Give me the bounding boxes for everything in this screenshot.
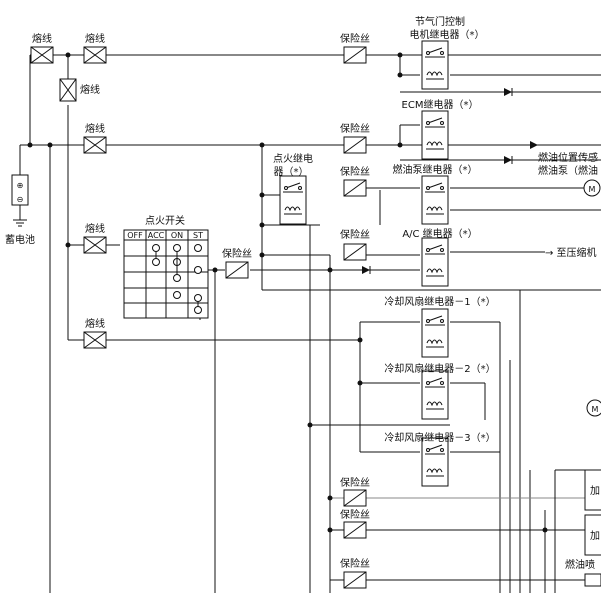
motor-symbol: M	[589, 185, 596, 194]
fuse-label: 保险丝	[222, 247, 252, 260]
battery-minus-symbol: ⊖	[17, 195, 24, 204]
fuel-sensor-label-1: 燃油位置传感	[538, 151, 598, 164]
ac-relay-label: A/C 继电器（*）	[402, 227, 477, 240]
fuse-label: 保险丝	[340, 32, 370, 45]
fusible-link-label: 熔线	[32, 32, 52, 45]
fan-motor-symbol: M	[592, 405, 599, 414]
ecm-relay-label: ECM继电器（*）	[402, 98, 479, 111]
fuse-label: 保险丝	[340, 228, 370, 241]
fuel-sensor-label-2: 燃油泵（燃油	[538, 164, 598, 177]
fusible-link-label: 熔线	[85, 317, 105, 330]
fan-relay-2-label: 冷却风扇继电器－2（*）	[384, 362, 495, 375]
throttle-relay-label-1: 节气门控制	[415, 15, 465, 28]
ignition-relay-label-1: 点火继电	[273, 152, 313, 165]
fuse-label: 保险丝	[340, 508, 370, 521]
heater-label: 加	[590, 530, 600, 542]
throttle-relay-label-2: 电机继电器（*）	[410, 28, 485, 41]
fuel-pump-relay-label: 燃油泵继电器（*）	[393, 163, 478, 176]
battery-plus-symbol: ⊕	[17, 181, 24, 190]
relays: 节气门控制 电机继电器（*） ECM继电器（*） 燃油泵继电器（*） A/C 继…	[273, 15, 496, 487]
fusible-link-label: 熔线	[80, 83, 100, 96]
fuses: 保险丝 保险丝 保险丝 保险丝 保险丝 保险丝 保险丝 保险丝	[222, 32, 370, 589]
fan-relay-3-label: 冷却风扇继电器－3（*）	[384, 431, 495, 444]
heater-label: 加	[590, 485, 600, 497]
battery: ⊕ ⊖ 蓄电池	[5, 174, 35, 246]
fuse-label: 保险丝	[340, 476, 370, 489]
wires	[19, 54, 601, 593]
switch-header-st: ST	[193, 231, 203, 240]
fuse-label: 保险丝	[340, 165, 370, 178]
fuse-label: 保险丝	[340, 122, 370, 135]
injector-label: 燃油喷	[565, 558, 595, 571]
ignition-switch-label: 点火开关	[145, 214, 185, 227]
ignition-switch: 点火开关 OFF ACC ON ST	[123, 214, 209, 319]
switch-header-acc: ACC	[148, 231, 165, 240]
ignition-relay-label-2: 器（*）	[274, 166, 309, 178]
switch-header-on: ON	[171, 231, 183, 240]
right-labels: 燃油位置传感 燃油泵（燃油 M → 至压缩机 M 加 加 燃油喷	[530, 141, 601, 587]
fan-relay-1-label: 冷却风扇继电器－1（*）	[384, 295, 495, 308]
fusible-links: 熔线 熔线 熔线 熔线 熔线 熔线	[30, 32, 107, 349]
fusible-link-label: 熔线	[85, 122, 105, 135]
fuse-label: 保险丝	[340, 557, 370, 570]
to-compressor-label: → 至压缩机	[545, 246, 597, 259]
battery-label: 蓄电池	[5, 233, 35, 246]
switch-header-off: OFF	[127, 231, 143, 240]
junction-dots	[27, 52, 548, 533]
fusible-link-label: 熔线	[85, 222, 105, 235]
fusible-link-label: 熔线	[85, 32, 105, 45]
